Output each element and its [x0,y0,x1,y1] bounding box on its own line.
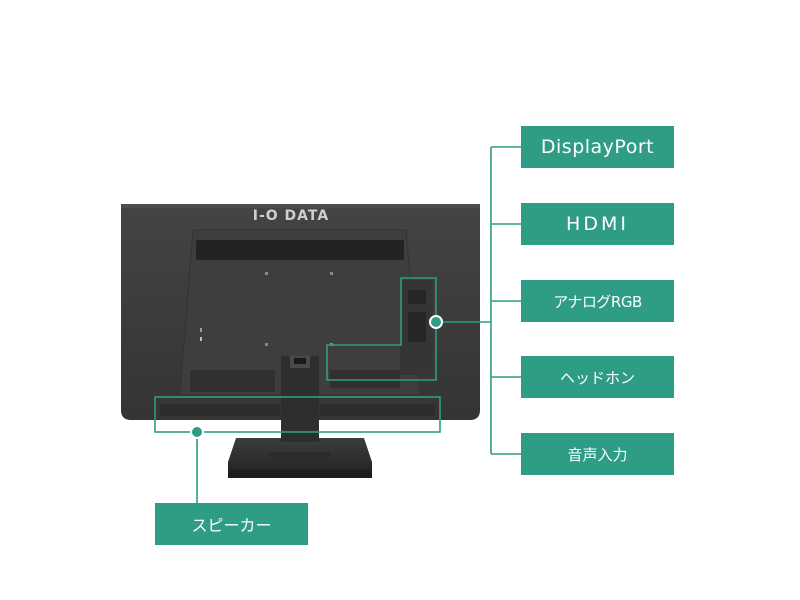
callouts [154,146,521,503]
label-displayport: DisplayPort [521,126,674,168]
top-vent [196,240,404,260]
lower-port-strip [190,370,275,392]
stand-base [228,438,372,478]
speaker-grille-left [160,404,280,416]
monitor-back [121,204,480,442]
center-panel [179,229,421,396]
speaker-grille-right [320,404,435,416]
port-group-outline [326,277,437,381]
label-hdmi: HDMI [521,203,674,245]
port-callout-dot [429,315,443,329]
stand-neck [281,356,319,442]
speaker-callout-dot [190,425,204,439]
brand-logo: I-O DATA [252,208,330,224]
speaker-outline [154,396,441,433]
label-headphone: ヘッドホン [521,356,674,398]
label-audio-input: 音声入力 [521,433,674,475]
label-speaker: スピーカー [155,503,308,545]
label-analog-rgb: アナログRGB [521,280,674,322]
